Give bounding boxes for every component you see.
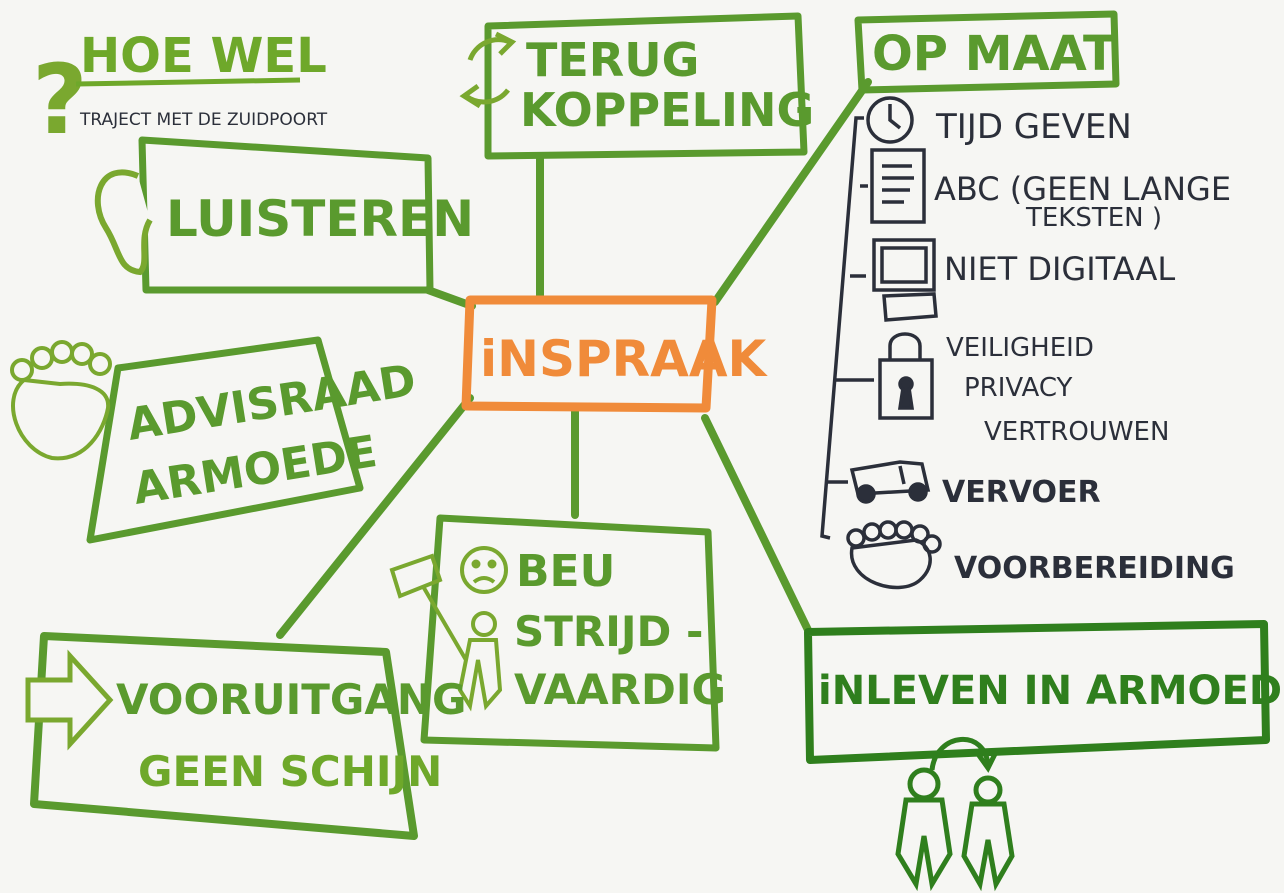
- op-maat-title: OP MAAT: [872, 26, 1116, 82]
- header-question-text: HOE WEL: [80, 28, 327, 84]
- op-maat-texts: TIJD GEVEN ABC (GEEN LANGE TEKSTEN ) NIE…: [934, 107, 1235, 586]
- question-mark-icon: ?: [32, 44, 88, 156]
- vooruitgang-line2: GEEN SCHIJN: [138, 747, 442, 796]
- connector-vooruitgang: [276, 394, 474, 639]
- connector-lines: [276, 78, 872, 639]
- advisraad-box: [86, 336, 364, 544]
- beu-line2: STRIJD -: [514, 607, 703, 656]
- op-maat-item-4-text3: VERTROUWEN: [984, 417, 1169, 447]
- beu-line1: BEU: [516, 546, 615, 597]
- computer-icon: [872, 238, 938, 322]
- node-vooruitgang: VOORUITGANG GEEN SCHIJN: [25, 632, 467, 840]
- clock-icon: [866, 96, 914, 144]
- node-op-maat: OP MAAT: [820, 10, 1120, 540]
- node-inleven: iNLEVEN IN ARMOEDE: [804, 620, 1284, 892]
- header-question: ? HOE WEL TRAJECT MET DE ZUIDPOORT: [32, 28, 328, 156]
- terugkoppeling-line1: TERUG: [526, 33, 699, 87]
- node-terugkoppeling: TERUG KOPPELING: [459, 12, 814, 160]
- connector-luisteren: [424, 286, 476, 310]
- cycle-arrows-icon: [459, 31, 517, 109]
- arrow-right-icon: [25, 649, 114, 751]
- sad-face-icon: [460, 546, 508, 594]
- op-maat-item-4-text2: PRIVACY: [964, 373, 1073, 403]
- luisteren-label: LUISTEREN: [166, 190, 474, 248]
- op-maat-item-6-text: VOORBEREIDING: [954, 551, 1235, 586]
- header-underline: [75, 77, 301, 87]
- van-icon: [849, 460, 931, 504]
- beu-box: [420, 514, 720, 752]
- terugkoppeling-box: [484, 12, 808, 160]
- inspraak-label: iNSPRAAK: [480, 330, 769, 388]
- inleven-label: iNLEVEN IN ARMOEDE: [818, 668, 1284, 714]
- connector-op-maat: [711, 78, 872, 306]
- op-maat-item-4-text: VEILIGHEID: [946, 333, 1094, 363]
- op-maat-item-2-text: ABC (GEEN LANGE: [934, 170, 1231, 208]
- ear-icon: [94, 169, 153, 276]
- group-heads-icon: [846, 520, 942, 590]
- header-subtitle: TRAJECT MET DE ZUIDPOORT: [79, 110, 328, 130]
- terugkoppeling-line2: KOPPELING: [520, 83, 814, 137]
- op-maat-item-5-text: VERVOER: [942, 475, 1101, 510]
- vooruitgang-line1: VOORUITGANG: [116, 675, 467, 724]
- node-beu: BEU STRIJD - VAARDIG: [389, 514, 726, 752]
- protester-with-sign-icon: [389, 553, 503, 712]
- document-icon: [870, 148, 926, 224]
- op-maat-item-3-text: NIET DIGITAAL: [944, 250, 1175, 288]
- beu-line3: VAARDIG: [514, 665, 726, 714]
- inspraak-box: [461, 295, 717, 413]
- inleven-box: [804, 620, 1270, 764]
- op-maat-icons: [846, 96, 942, 590]
- padlock-icon: [878, 332, 934, 420]
- op-maat-item-1-text: TIJD GEVEN: [935, 107, 1132, 147]
- two-people-icon: [895, 737, 1015, 892]
- node-inspraak: iNSPRAAK: [461, 295, 769, 413]
- op-maat-item-2-text2: TEKSTEN ): [1025, 203, 1162, 233]
- node-luisteren: LUISTEREN: [94, 136, 474, 294]
- op-maat-bracket: [820, 116, 874, 540]
- op-maat-box: [854, 10, 1120, 94]
- connector-inleven: [701, 414, 812, 634]
- vooruitgang-box: [30, 632, 418, 840]
- group-heads-icon: [10, 340, 112, 461]
